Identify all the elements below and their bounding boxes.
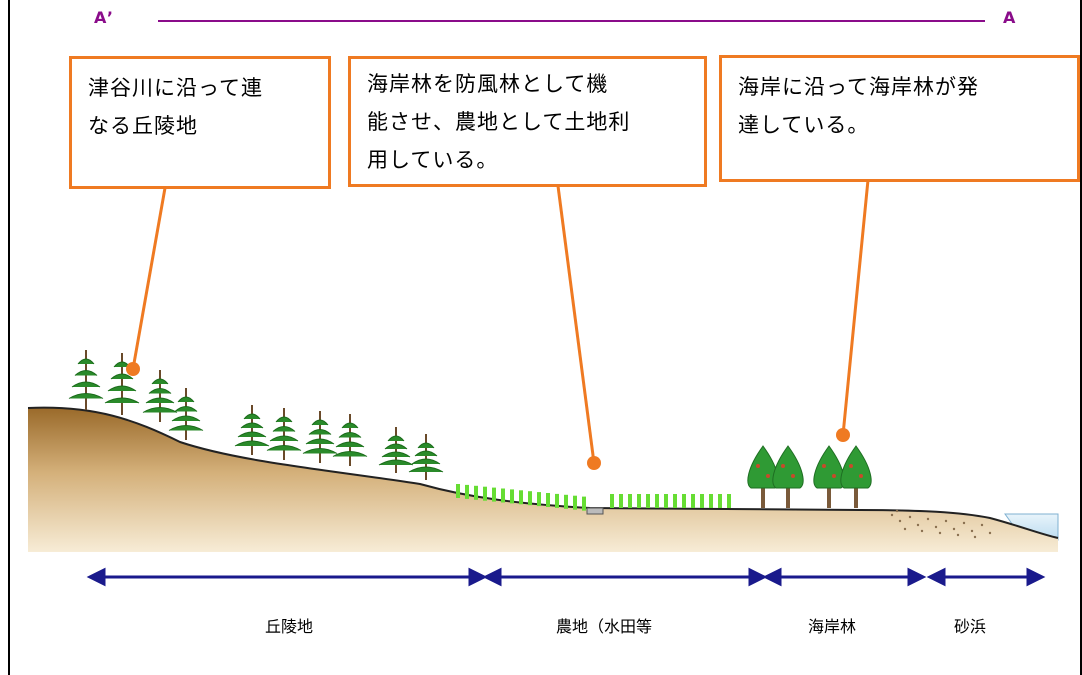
frame-left-border	[8, 0, 10, 675]
pine-tree	[168, 388, 204, 440]
pine-tree	[142, 370, 178, 422]
drain-channel	[586, 507, 604, 515]
zone-label-coastal-forest: 海岸林	[808, 617, 857, 636]
coastal-tree	[772, 445, 804, 508]
callout-hills-line1: 津谷川に沿って連	[88, 76, 263, 100]
leader-line-3	[841, 179, 870, 436]
pine-tree	[234, 405, 270, 455]
zone-label-hills: 丘陵地	[265, 617, 314, 636]
pine-tree	[302, 411, 338, 463]
callout-farmland-line1: 海岸林を防風林として機	[367, 72, 609, 96]
leader-dot-1	[126, 362, 140, 376]
coastal-tree	[813, 445, 845, 508]
zone-arrows	[86, 567, 1046, 587]
zone-label-beach: 砂浜	[954, 617, 987, 636]
pine-tree	[408, 434, 444, 480]
beach-sand	[890, 509, 992, 539]
pine-tree	[104, 353, 140, 415]
callout-coastal-forest: 海岸に沿って海岸林が発 達している。	[719, 55, 1080, 182]
callout-farmland: 海岸林を防風林として機 能させ、農地として土地利 用している。	[348, 56, 707, 187]
coastal-tree	[747, 445, 779, 508]
frame-right-border	[1080, 0, 1082, 675]
pine-tree	[332, 414, 368, 466]
paddy-field	[456, 484, 731, 511]
callout-coastal-line2: 達している。	[738, 113, 870, 137]
leader-line-2	[556, 185, 596, 464]
section-label-a: A	[1003, 8, 1018, 27]
coastal-forest	[747, 445, 872, 508]
pine-tree	[378, 427, 414, 473]
callout-coastal-line1: 海岸に沿って海岸林が発	[738, 75, 979, 99]
leader-dot-2	[587, 456, 601, 470]
coastal-tree	[840, 445, 872, 508]
ground-profile	[28, 407, 1058, 552]
zone-label-farmland: 農地（水田等	[556, 617, 653, 636]
leader-line-1	[131, 187, 167, 370]
callout-farmland-line3: 用している。	[367, 148, 499, 172]
pine-tree	[68, 350, 104, 410]
callout-farmland-line2: 能させ、農地として土地利	[367, 110, 631, 134]
section-label-a-prime: A’	[94, 8, 115, 27]
callout-hills: 津谷川に沿って連 なる丘陵地	[69, 56, 331, 189]
pine-trees	[68, 350, 444, 480]
leader-dot-3	[836, 428, 850, 442]
pine-tree	[266, 408, 302, 460]
callout-hills-line2: なる丘陵地	[88, 114, 198, 138]
